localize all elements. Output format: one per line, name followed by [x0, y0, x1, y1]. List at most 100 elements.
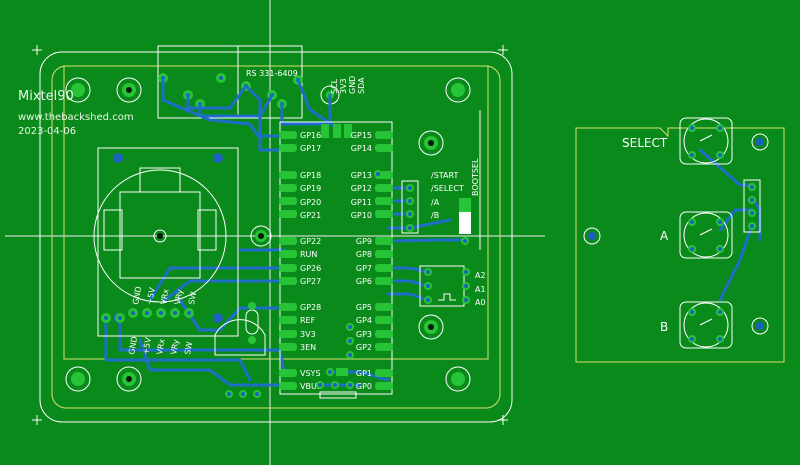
pico-right-pad-7	[375, 250, 393, 258]
address-jumpers	[419, 265, 470, 307]
svg-text:GP21: GP21	[300, 211, 321, 220]
button-a-label: A	[660, 229, 669, 243]
svg-text:VSYS: VSYS	[300, 369, 321, 378]
svg-text:GND: GND	[131, 286, 143, 306]
svg-text:VRy: VRy	[173, 288, 185, 305]
svg-text:REF: REF	[300, 316, 316, 325]
svg-text:GP3: GP3	[356, 330, 372, 339]
pico-left-pad-12	[279, 330, 297, 338]
mounting-holes	[65, 77, 471, 392]
button-select-switch	[679, 117, 733, 165]
svg-text:GND: GND	[348, 76, 357, 94]
joystick-pads	[128, 308, 194, 318]
pico-left-pad-3	[279, 184, 297, 192]
svg-text:GP5: GP5	[356, 303, 372, 312]
svg-text:A2: A2	[475, 271, 486, 280]
svg-text:GP17: GP17	[300, 144, 321, 153]
pico-right-pad-12	[375, 330, 393, 338]
pico-left-pads	[279, 131, 297, 390]
svg-text:/START: /START	[431, 171, 458, 180]
pico-right-pad-8	[375, 264, 393, 272]
button-header-labels: /START /SELECT /A /B	[431, 171, 464, 220]
svg-text:GP11: GP11	[351, 198, 372, 207]
svg-text:+5V: +5V	[141, 336, 153, 355]
board-site: www.thebackshed.com	[18, 112, 134, 123]
button-b-label: B	[660, 320, 668, 334]
pico-left-labels: GP16 GP17 GP18 GP19 GP20 GP21 GP22 RUN G…	[300, 131, 322, 391]
svg-text:GP8: GP8	[356, 250, 372, 259]
joystick-lower-pads	[101, 313, 125, 323]
svg-text:SW: SW	[183, 341, 194, 355]
joystick-top-labels: GND +5V VRx VRy SW	[131, 286, 198, 306]
pico-right-pad-4	[375, 197, 393, 205]
svg-text:GP7: GP7	[356, 264, 372, 273]
svg-text:SDA: SDA	[357, 77, 366, 94]
pico-right-pads	[375, 131, 393, 390]
pico-left-pad-10	[279, 303, 297, 311]
button-header	[401, 180, 419, 234]
svg-text:GP16: GP16	[300, 131, 321, 140]
pico-right-pad-5	[375, 210, 393, 218]
svg-text:/B: /B	[431, 211, 439, 220]
regulator	[214, 302, 266, 398]
board-title: Mixtel90	[18, 89, 74, 104]
svg-text:GP27: GP27	[300, 277, 321, 286]
pico-left-pad-7	[279, 250, 297, 258]
svg-text:GP15: GP15	[351, 131, 372, 140]
corner-marks	[32, 45, 508, 425]
pico-left-pad-14	[279, 369, 297, 377]
pico-outline	[279, 121, 393, 395]
svg-text:GP0: GP0	[356, 382, 372, 391]
svg-text:3V3: 3V3	[339, 78, 348, 94]
pico-left-pad-2	[279, 171, 297, 179]
svg-text:GP2: GP2	[356, 343, 372, 352]
copper-traces	[104, 76, 762, 387]
svg-text:GP9: GP9	[356, 237, 372, 246]
pico-left-pad-11	[279, 316, 297, 324]
svg-text:GP10: GP10	[351, 211, 372, 220]
svg-text:GP1: GP1	[356, 369, 372, 378]
pico-left-pad-0	[279, 131, 297, 139]
pico-right-pad-1	[375, 144, 393, 152]
button-a-switch	[679, 211, 733, 259]
board-keepout	[63, 65, 489, 360]
joystick-module	[93, 147, 239, 337]
svg-text:GP12: GP12	[351, 184, 372, 193]
pico-right-pad-13	[375, 343, 393, 351]
svg-text:GP14: GP14	[351, 144, 372, 153]
svg-text:GP26: GP26	[300, 264, 321, 273]
svg-text:GP28: GP28	[300, 303, 321, 312]
pico-smd-parts	[319, 124, 357, 399]
svg-text:VBUS: VBUS	[300, 382, 322, 391]
pico-right-pad-6	[375, 237, 393, 245]
svg-text:VRx: VRx	[155, 338, 167, 355]
bootsel-jumper	[459, 110, 481, 250]
pico-right-pad-10	[375, 303, 393, 311]
svg-text:GP22: GP22	[300, 237, 321, 246]
button-select-label: SELECT	[622, 136, 668, 150]
svg-text:GP19: GP19	[300, 184, 321, 193]
svg-text:A1: A1	[475, 285, 486, 294]
svg-text:GP4: GP4	[356, 316, 372, 325]
pico-left-pad-15	[279, 382, 297, 390]
pico-left-pad-6	[279, 237, 297, 245]
svg-text:GND: GND	[127, 336, 139, 356]
top-connectors	[157, 45, 340, 119]
connector-part-number: RS 331-6409	[246, 69, 298, 78]
pico-right-pad-0	[375, 131, 393, 139]
joystick-bottom-labels: GND +5V VRx VRy SW	[127, 336, 194, 356]
svg-text:GP20: GP20	[300, 198, 321, 207]
pico-left-pad-8	[279, 264, 297, 272]
svg-text:3V3: 3V3	[300, 330, 316, 339]
svg-text:GP13: GP13	[351, 171, 372, 180]
pico-right-pad-3	[375, 184, 393, 192]
pico-right-pad-9	[375, 277, 393, 285]
svg-text:/A: /A	[431, 198, 440, 207]
pico-left-pad-9	[279, 277, 297, 285]
pico-left-pad-4	[279, 197, 297, 205]
svg-text:GP6: GP6	[356, 277, 372, 286]
pico-test-pads	[316, 170, 382, 389]
button-b-switch	[679, 301, 733, 349]
pico-left-pad-13	[279, 343, 297, 351]
